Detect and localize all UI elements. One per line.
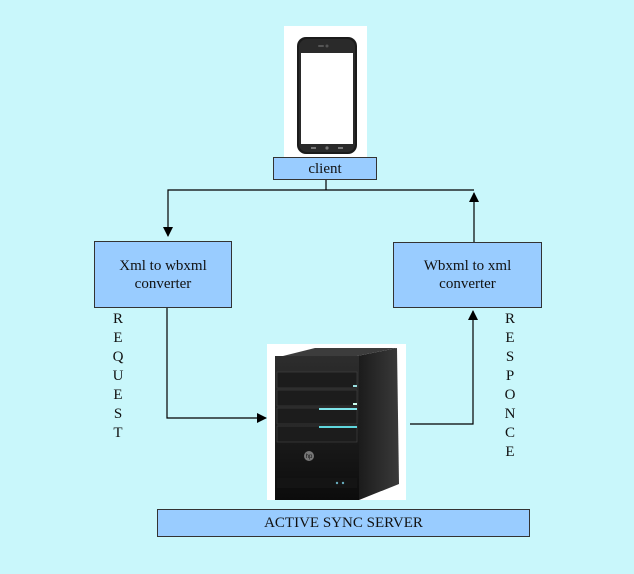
vertical-letter: N [504, 406, 516, 422]
client-label: client [308, 160, 342, 177]
smartphone-icon [297, 37, 357, 154]
xml-to-wbxml-converter-box: Xml to wbxml converter [94, 241, 232, 308]
vertical-letter: S [113, 406, 123, 422]
client-box: client [273, 157, 377, 180]
request-arrow [166, 308, 267, 423]
xml-to-wbxml-label: Xml to wbxml converter [119, 257, 207, 292]
responce-arrow [410, 310, 478, 425]
vertical-letter: E [113, 330, 123, 346]
active-sync-server-box: ACTIVE SYNC SERVER [157, 509, 530, 537]
vertical-letter: S [505, 349, 515, 365]
vertical-letter: O [504, 387, 516, 403]
smartphone-image [284, 26, 367, 157]
wbxml-to-xml-label: Wbxml to xml converter [423, 258, 512, 292]
svg-text:hp: hp [306, 454, 313, 460]
server-image: hp [267, 344, 406, 500]
active-sync-server-label: ACTIVE SYNC SERVER [264, 515, 423, 531]
wbxml-to-xml-converter-box: Wbxml to xml converter [393, 242, 542, 308]
vertical-letter: E [505, 444, 515, 460]
vertical-letter: Q [112, 349, 124, 365]
vertical-letter: E [113, 387, 123, 403]
vertical-letter: C [504, 425, 515, 441]
vertical-letter: R [112, 311, 123, 327]
vertical-letter: P [505, 368, 515, 384]
vertical-letter: U [112, 368, 124, 384]
vertical-letter: R [504, 311, 515, 327]
client-to-converter-arrow [163, 189, 326, 237]
vertical-letter: T [113, 425, 123, 441]
vertical-letter: E [505, 330, 515, 346]
server-tower-icon: hp [275, 348, 399, 500]
